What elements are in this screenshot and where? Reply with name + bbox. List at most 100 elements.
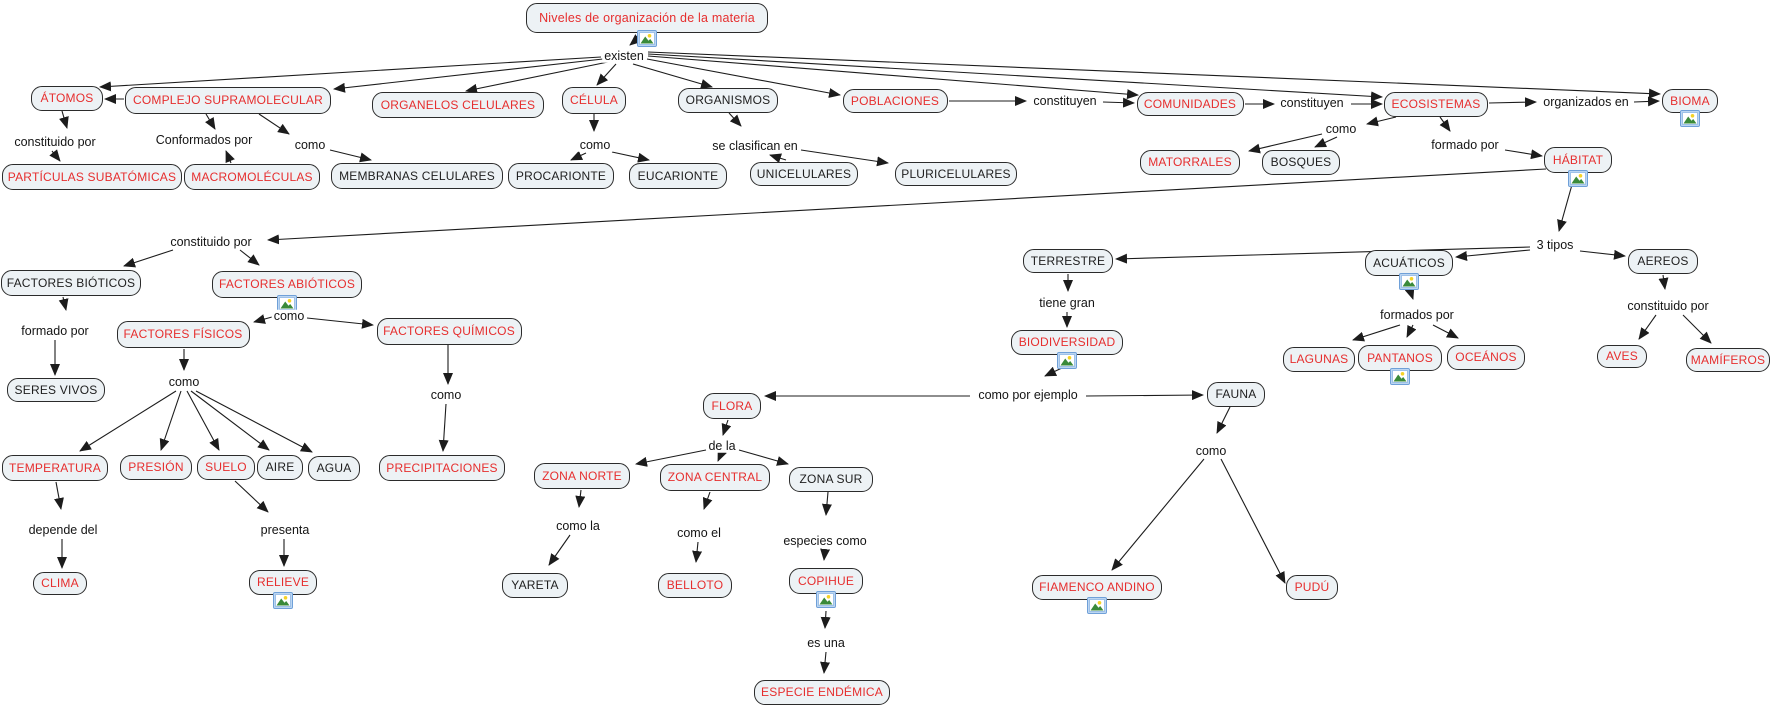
- image-attachment-icon[interactable]: [1087, 596, 1107, 614]
- concept-node-mamiferos[interactable]: MAMÍFEROS: [1686, 348, 1770, 372]
- connector-line: [1488, 97, 1537, 108]
- concept-node-precipitaciones[interactable]: PRECIPITACIONES: [379, 455, 505, 481]
- concept-node-organelos-celulares[interactable]: ORGANELOS CELULARES: [372, 92, 544, 118]
- concept-node-fiamenco-andino[interactable]: FIAMENCO ANDINO: [1032, 574, 1162, 600]
- concept-node-organismos[interactable]: ORGANISMOS: [678, 87, 778, 113]
- concept-node-fauna[interactable]: FAUNA: [1207, 381, 1265, 407]
- concept-node-pudu[interactable]: PUDÚ: [1286, 574, 1338, 600]
- connector-line: [1633, 96, 1660, 107]
- linking-phrase-como-por-ejemplo[interactable]: como por ejemplo: [976, 387, 1080, 402]
- linking-phrase-tiene-gran[interactable]: tiene gran: [1037, 295, 1097, 310]
- concept-node-unicelulares[interactable]: UNICELULARES: [750, 162, 858, 186]
- concept-node-factores-bioticos[interactable]: FACTORES BIÓTICOS: [1, 270, 141, 296]
- concept-node-membranas-celulares[interactable]: MEMBRANAS CELULARES: [331, 163, 503, 189]
- linking-phrase-conformados-por[interactable]: Conformados por: [153, 132, 255, 147]
- concept-node-terrestre[interactable]: TERRESTRE: [1023, 249, 1113, 273]
- concept-node-clima[interactable]: CLIMA: [33, 571, 87, 595]
- linking-phrase-es-una[interactable]: es una: [805, 635, 847, 650]
- image-attachment-icon[interactable]: [1399, 273, 1419, 290]
- concept-node-particulas-subatomicas[interactable]: PARTÍCULAS SUBATÓMICAS: [2, 164, 182, 190]
- concept-label: HÁBITAT: [1552, 153, 1604, 167]
- linking-phrase-de-la[interactable]: de la: [706, 438, 738, 453]
- concept-node-aves[interactable]: AVES: [1597, 344, 1647, 368]
- image-attachment-icon[interactable]: [1057, 351, 1077, 369]
- linking-phrase-organizados-en[interactable]: organizados en: [1541, 94, 1631, 109]
- concept-node-niveles[interactable]: Niveles de organización de la materia: [526, 3, 768, 33]
- linking-phrase-constituyen-2[interactable]: constituyen: [1278, 95, 1346, 110]
- linking-phrase-como-ecosistemas[interactable]: como: [1323, 121, 1359, 136]
- concept-node-seres-vivos[interactable]: SERES VIVOS: [7, 378, 105, 402]
- concept-node-belloto[interactable]: BELLOTO: [658, 572, 732, 598]
- concept-node-complejo-supramolecular[interactable]: COMPLEJO SUPRAMOLECULAR: [125, 86, 331, 114]
- image-attachment-icon[interactable]: [637, 30, 657, 47]
- linking-phrase-como-celula[interactable]: como: [577, 137, 613, 152]
- image-attachment-icon[interactable]: [1680, 110, 1700, 127]
- concept-node-comunidades[interactable]: COMUNIDADES: [1136, 92, 1244, 116]
- concept-node-presion[interactable]: PRESIÓN: [120, 454, 192, 480]
- concept-node-relieve[interactable]: RELIEVE: [249, 569, 317, 595]
- linking-phrase-constituyen-1[interactable]: constituyen: [1031, 93, 1099, 108]
- linking-phrase-como-abioticos[interactable]: como: [271, 308, 307, 323]
- concept-node-aire[interactable]: AIRE: [257, 454, 303, 480]
- concept-label: TERRESTRE: [1030, 254, 1106, 268]
- linking-phrase-depende-del[interactable]: depende del: [26, 522, 100, 537]
- concept-node-flora[interactable]: FLORA: [703, 393, 761, 419]
- linking-phrase-como-fisicos[interactable]: como: [166, 374, 202, 389]
- concept-node-procarionte[interactable]: PROCARIONTE: [508, 163, 614, 189]
- linking-phrase-constituido-por-habitat[interactable]: constituido por: [168, 234, 254, 249]
- image-attachment-icon[interactable]: [816, 591, 836, 608]
- concept-node-yareta[interactable]: YARETA: [502, 572, 568, 598]
- image-attachment-icon[interactable]: [273, 591, 293, 609]
- concept-node-habitat[interactable]: HÁBITAT: [1544, 147, 1612, 173]
- linking-phrase-se-clasifican-en[interactable]: se clasifican en: [710, 138, 800, 153]
- linking-phrase-como-complejo[interactable]: como: [292, 137, 328, 152]
- concept-node-macromoleculas[interactable]: MACROMOLÉCULAS: [184, 164, 320, 190]
- connector-line: [258, 113, 290, 135]
- linking-phrase-presenta[interactable]: presenta: [258, 522, 312, 537]
- linking-phrase-tres-tipos[interactable]: 3 tipos: [1534, 237, 1576, 252]
- concept-node-factores-abioticos[interactable]: FACTORES ABIÓTICOS: [212, 270, 362, 298]
- concept-node-temperatura[interactable]: TEMPERATURA: [2, 455, 108, 481]
- image-attachment-icon[interactable]: [277, 294, 297, 312]
- linking-phrase-como-fauna[interactable]: como: [1193, 443, 1229, 458]
- concept-node-bosques[interactable]: BOSQUES: [1262, 149, 1340, 175]
- linking-phrase-formados-por-acuaticos[interactable]: formados por: [1378, 307, 1456, 322]
- linking-phrase-como-el[interactable]: como el: [675, 525, 723, 540]
- concept-node-suelo[interactable]: SUELO: [197, 454, 255, 480]
- concept-node-ecosistemas[interactable]: ECOSISTEMAS: [1384, 91, 1488, 117]
- linking-phrase-formado-por-bioticos[interactable]: formado por: [19, 323, 91, 338]
- concept-node-pluricelulares[interactable]: PLURICELULARES: [895, 162, 1017, 186]
- connector-line: [225, 150, 235, 164]
- concept-node-matorrales[interactable]: MATORRALES: [1140, 149, 1240, 175]
- concept-node-zona-sur[interactable]: ZONA SUR: [789, 466, 873, 492]
- concept-label: LAGUNAS: [1289, 352, 1349, 366]
- concept-label: BOSQUES: [1270, 155, 1332, 169]
- linking-phrase-existen[interactable]: existen: [602, 48, 646, 63]
- linking-phrase-constituido-por-atomos[interactable]: constituido por: [12, 134, 98, 149]
- concept-label: ZONA SUR: [799, 472, 863, 486]
- concept-label: ESPECIE ENDÉMICA: [761, 685, 883, 699]
- concept-node-oceanos[interactable]: OCEÁNOS: [1447, 344, 1525, 370]
- concept-node-pantanos[interactable]: PANTANOS: [1358, 345, 1442, 371]
- concept-node-agua[interactable]: AGUA: [308, 455, 360, 481]
- concept-node-atomos[interactable]: ÁTOMOS: [31, 85, 103, 111]
- concept-node-celula[interactable]: CÉLULA: [562, 86, 626, 114]
- concept-node-factores-quimicos[interactable]: FACTORES QUÍMICOS: [376, 317, 522, 345]
- linking-phrase-como-quimicos[interactable]: como: [428, 387, 464, 402]
- linking-phrase-especies-como[interactable]: especies como: [781, 533, 869, 548]
- concept-node-poblaciones[interactable]: POBLACIONES: [842, 89, 948, 113]
- linking-phrase-constituido-por-aereos[interactable]: constituido por: [1625, 298, 1711, 313]
- concept-node-acuaticos[interactable]: ACUÁTICOS: [1365, 250, 1453, 276]
- concept-node-lagunas[interactable]: LAGUNAS: [1283, 346, 1355, 372]
- concept-node-eucarionte[interactable]: EUCARIONTE: [629, 163, 727, 189]
- concept-node-factores-fisicos[interactable]: FACTORES FÍSICOS: [116, 320, 250, 348]
- linking-phrase-como-la[interactable]: como la: [554, 518, 602, 533]
- image-attachment-icon[interactable]: [1568, 170, 1588, 187]
- concept-node-zona-norte[interactable]: ZONA NORTE: [534, 463, 630, 489]
- concept-node-biodiversidad[interactable]: BIODIVERSIDAD: [1011, 329, 1123, 355]
- linking-phrase-formado-por-ecosistemas[interactable]: formado por: [1429, 137, 1501, 152]
- concept-node-especie-endemica[interactable]: ESPECIE ENDÉMICA: [754, 679, 890, 705]
- image-attachment-icon[interactable]: [1390, 368, 1410, 385]
- concept-node-aereos[interactable]: AEREOS: [1628, 248, 1698, 274]
- concept-node-zona-central[interactable]: ZONA CENTRAL: [660, 463, 770, 491]
